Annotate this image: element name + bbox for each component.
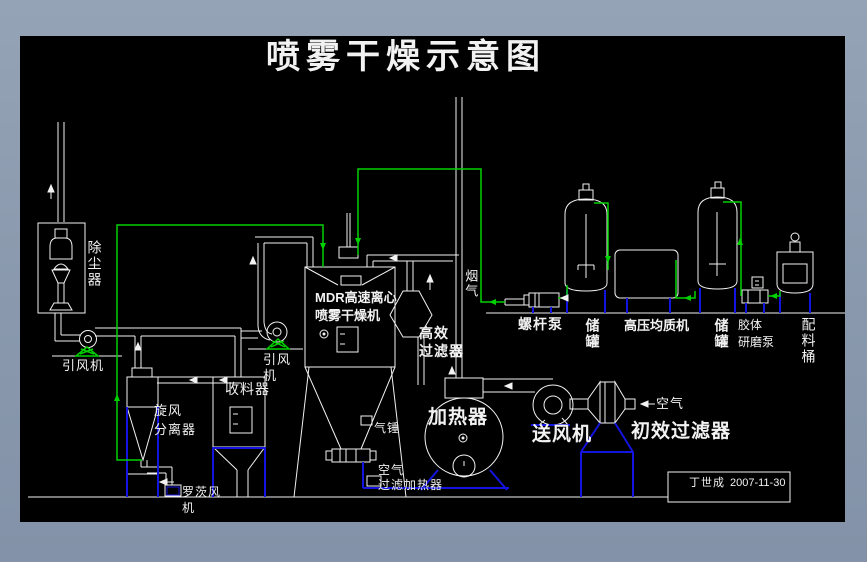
label-cyclone: 旋风 分离器 [154,403,197,437]
title-block-author: 丁世成 [689,477,725,489]
label-air-filter-heater: 空气 过滤加热器 [378,463,444,492]
label-dust-collector: 除尘器 [86,240,103,288]
label-air-inlet: 空气 [656,396,685,411]
label-dryer: MDR高速离心 喷雾干燥机 [315,290,397,323]
label-hepa-filter: 高效 过滤器 [419,325,464,359]
label-tank-1: 储罐 [584,318,601,350]
page-title: 喷雾干燥示意图 [266,37,546,77]
label-roots-blower: 罗茨风 机 [182,485,222,515]
label-induced-fan-1: 引风机 [62,358,105,373]
label-pre-filter: 初效过滤器 [631,421,732,442]
title-block-date: 2007-11-30 [730,477,786,489]
label-screw-pump: 螺杆泵 [518,316,563,332]
label-heater: 加热器 [428,407,489,428]
label-batch-barrel: 配料桶 [800,317,817,365]
label-flue-gas: 烟气 [463,269,479,299]
label-collector: 收料器 [225,381,270,397]
label-colloid-pump: 胶体 研磨泵 [738,318,775,349]
label-air-hammer: 气锤 [374,421,401,435]
drawing-canvas[interactable] [20,36,845,522]
label-tank-2: 储罐 [713,318,730,350]
label-homogenizer: 高压均质机 [624,318,690,333]
label-supply-fan: 送风机 [532,424,593,445]
label-induced-fan-2: 引风 机 [263,352,292,383]
